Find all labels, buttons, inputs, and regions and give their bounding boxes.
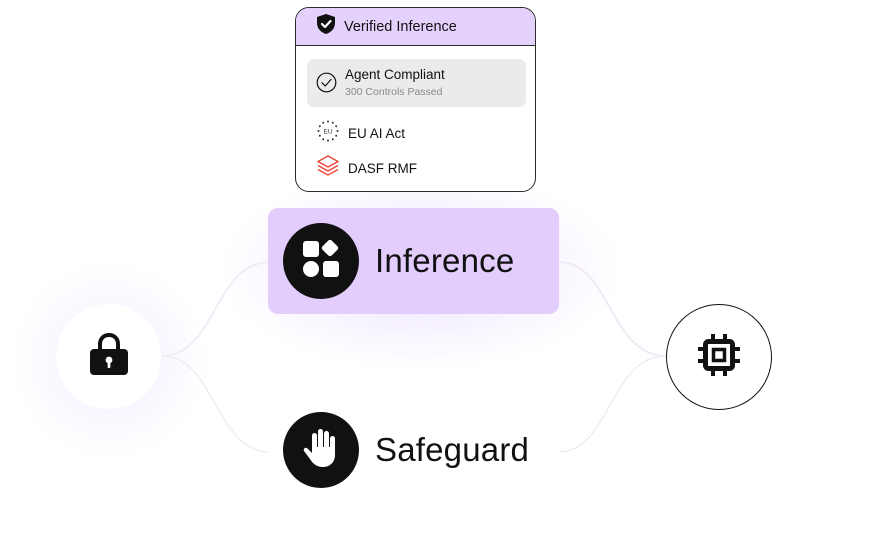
list-item-eu-ai-act[interactable]: EU EU AI Act bbox=[316, 119, 405, 148]
chip-node[interactable] bbox=[666, 304, 772, 410]
list-item-dasf-rmf[interactable]: DASF RMF bbox=[316, 154, 417, 183]
safeguard-node[interactable]: Safeguard bbox=[268, 397, 559, 503]
lock-node[interactable] bbox=[56, 304, 161, 409]
list-item-agent-compliant[interactable]: Agent Compliant 300 Controls Passed bbox=[307, 59, 526, 107]
card-title: Verified Inference bbox=[344, 18, 457, 35]
chip-icon bbox=[696, 332, 742, 383]
eu-badge-text: EU bbox=[323, 128, 332, 135]
card-header: Verified Inference bbox=[296, 8, 535, 46]
item-label: EU AI Act bbox=[348, 126, 406, 141]
item-label: DASF RMF bbox=[348, 161, 417, 176]
inference-label: Inference bbox=[375, 242, 515, 279]
lock-icon bbox=[89, 332, 129, 381]
connector-lock-to-inference bbox=[161, 261, 271, 357]
item-label: Agent Compliant bbox=[345, 67, 445, 82]
shapes-icon bbox=[302, 239, 340, 283]
connector-safeguard-to-chip bbox=[558, 355, 667, 453]
safeguard-label: Safeguard bbox=[375, 431, 530, 468]
inference-node[interactable]: Inference bbox=[268, 208, 559, 314]
eu-stars-icon: EU bbox=[316, 119, 340, 148]
hand-stop-icon bbox=[301, 427, 341, 474]
connector-lock-to-safeguard bbox=[161, 355, 271, 453]
check-circle-icon bbox=[316, 72, 337, 98]
shield-check-icon bbox=[316, 13, 336, 40]
inference-icon-circle bbox=[283, 223, 359, 299]
safeguard-icon-circle bbox=[283, 412, 359, 488]
verified-inference-card: Verified Inference Agent Compliant 300 C… bbox=[295, 7, 536, 192]
connector-inference-to-chip bbox=[558, 261, 667, 357]
layers-stack-icon bbox=[316, 154, 340, 183]
item-sublabel: 300 Controls Passed bbox=[345, 86, 443, 98]
